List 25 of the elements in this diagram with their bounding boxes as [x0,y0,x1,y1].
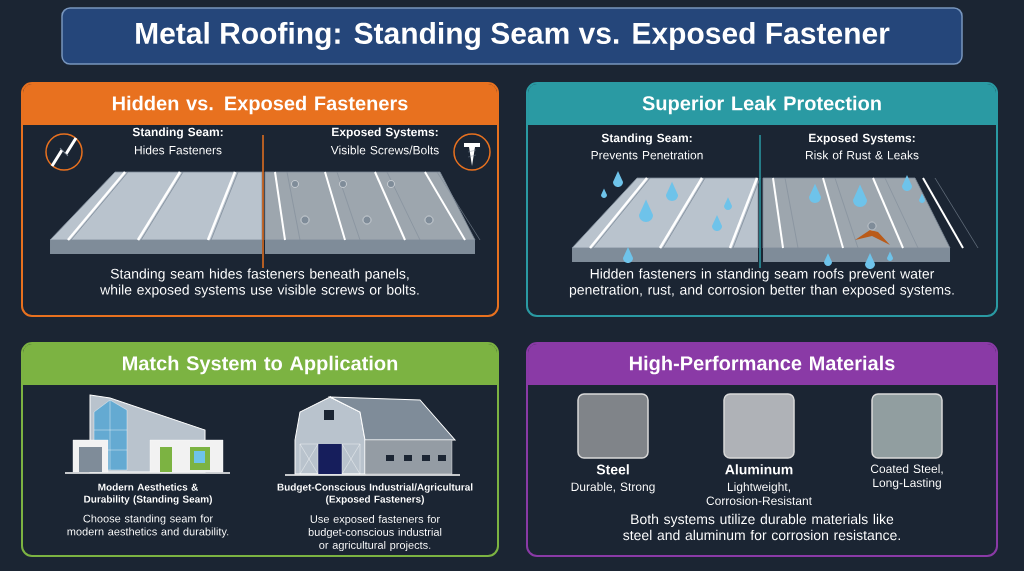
material-name: Aluminum [725,464,793,475]
caption-heading: Exposed Systems: [332,127,438,139]
material-description: Lightweight, Corrosion-Resistant [706,482,812,505]
panel-heading: Superior Leak Protection [642,95,881,115]
title-banner: Metal Roofing: Standing Seam vs. Exposed Fastener [61,7,963,65]
panel-text: Standing seam hides fasteners beneath panels, while exposed systems use visible screws or bolts. [100,268,419,298]
panel-heading: Match System to Application [123,355,398,375]
caption-text: Visible Screws/Bolts [330,145,439,155]
caption-text: Risk of Rust & Leaks [806,150,919,160]
caption-text: Prevents Penetration [591,150,703,160]
caption-heading: Standing Seam: [132,127,223,139]
caption-heading: Standing Seam: [601,133,692,145]
caption-heading: Modern Aesthetics & Durability (Standing Seam) [84,483,212,505]
material-description: Coated Steel, Long-Lasting [870,464,943,490]
panel-heading: Hidden vs. Exposed Fasteners [112,95,408,115]
panel-text: Both systems utilize durable materials like steel and aluminum for corrosion resistance. [623,513,900,541]
panel-heading: High-Performance Materials [629,355,895,375]
caption-text: Hides Fasteners [135,145,222,155]
caption-text: Use exposed fasteners for budget-conscious industrial or agricultural projects. [308,514,442,552]
material-name: Steel [596,464,629,475]
caption-heading: Exposed Systems: [809,133,915,145]
material-description: Durable, Strong [571,482,655,494]
caption-text: Choose standing seam for modern aesthetics and durability. [67,514,229,538]
panel-text: Hidden fasteners in standing seam roofs prevent water penetration, rust, and corrosion better than exposed systems. [569,268,954,298]
caption-heading: Budget-Conscious Industrial/Agricultural (Exposed Fasteners) [277,483,473,505]
